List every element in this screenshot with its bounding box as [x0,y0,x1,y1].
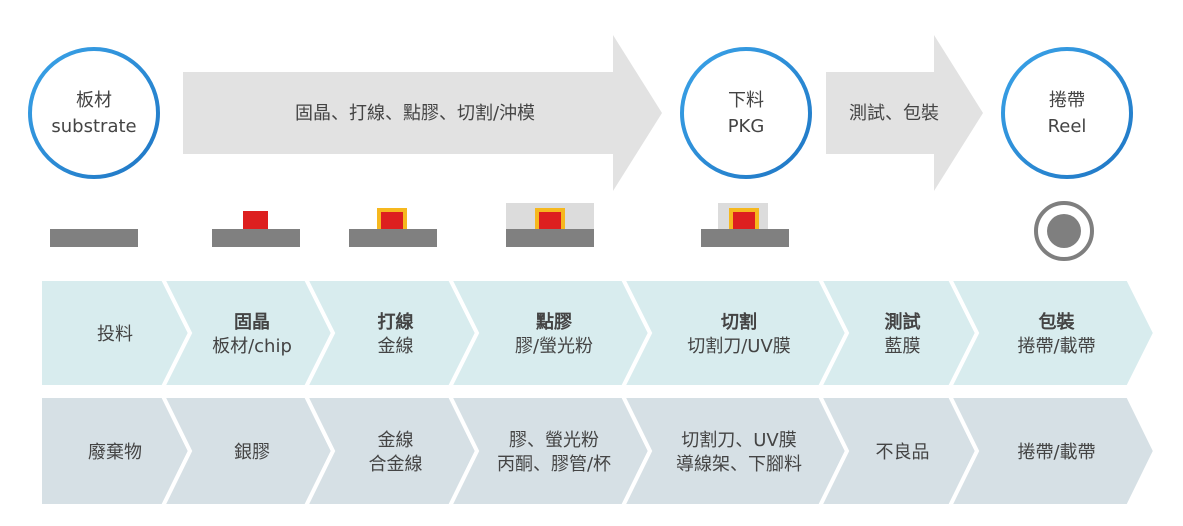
process-row-3-title: 打線 [378,311,414,333]
process-row-4-title: 點膠 [535,312,572,333]
illustration-singulated-pkg [701,203,789,247]
waste-row-chevron-5 [619,394,850,508]
stage-substrate-line1: 板材 [76,90,112,111]
process-row-2-title: 固晶 [234,312,270,333]
big-arrow-shape-1 [183,35,662,191]
process-row-7-title: 包裝 [1039,311,1076,333]
process-row-5-sub: 切割刀/UV膜 [687,336,791,357]
stage-reel-line1: 捲帶 [1049,90,1085,111]
illustration-wire-bond [349,208,437,247]
waste-row-chevron-4 [446,394,653,508]
big-arrow-label-1: 固晶、打線、點膠、切割/沖模 [295,103,535,124]
process-row-6-title: 測試 [885,311,921,333]
reel-icon [1034,201,1094,261]
waste-row-chevron-7 [946,394,1158,508]
stage-pkg-line1: 下料 [728,90,764,111]
waste-row-1-line1: 廢棄物 [88,442,142,463]
process-row-1-sub: 投料 [97,324,133,345]
waste-row-chevron-3 [302,394,480,508]
stage-substrate-line2: substrate [51,116,136,137]
waste-row-3-line1: 金線 [378,430,414,451]
stage-circle-substrate: 板材 substrate [28,47,160,179]
big-arrow-shape-2 [826,35,983,191]
stage-circle-reel: 捲帶 Reel [1001,47,1133,179]
process-row-chevron-4 [446,277,653,389]
waste-row-5-line2: 導線架、下腳料 [676,454,802,475]
process-row-chevron-2 [159,277,336,389]
waste-row-7-line1: 捲帶/載帶 [1017,442,1095,463]
process-row-chevron-3 [302,277,480,389]
waste-row-3-line2: 合金線 [369,454,423,475]
process-row-4-sub: 膠/螢光粉 [515,336,593,357]
illustration-bare-substrate [50,229,138,247]
process-row-5-title: 切割 [721,311,757,333]
waste-row-2-line1: 銀膠 [234,442,270,463]
process-row-chevron-7 [946,277,1158,389]
waste-row-4-line2: 丙酮、膠管/杯 [497,454,611,475]
process-row-2-sub: 板材/chip [212,336,292,357]
process-row-6-sub: 藍膜 [885,336,921,357]
big-arrow-label-2: 測試、包裝 [849,103,939,124]
illustration-die-attach [212,211,300,247]
stage-reel-line2: Reel [1048,116,1087,137]
waste-row-6-line1: 不良品 [876,442,930,463]
process-row-7-sub: 捲帶/載帶 [1017,336,1095,357]
stage-pkg-line2: PKG [728,116,765,137]
waste-row-4-line1: 膠、螢光粉 [509,430,599,451]
waste-row-5-line1: 切割刀、UV膜 [681,430,797,451]
process-row-3-sub: 金線 [378,336,414,357]
illustration-encapsulation [506,203,594,247]
process-row-chevron-5 [619,277,850,389]
stage-circle-pkg: 下料 PKG [680,47,812,179]
